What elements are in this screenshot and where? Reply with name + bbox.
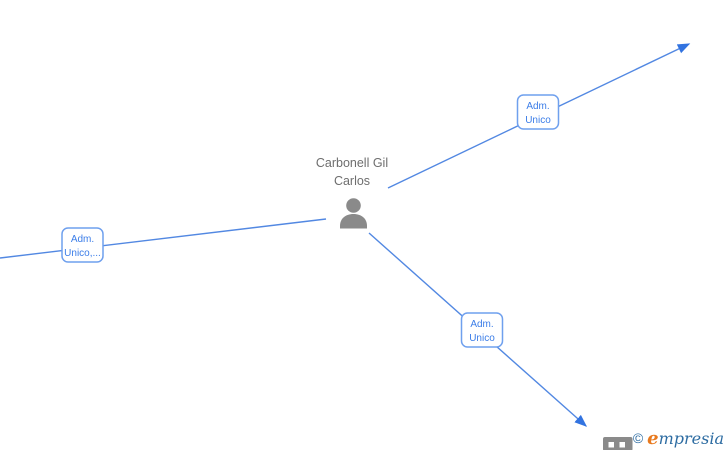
copyright-icon: © [632,430,644,446]
edge-label-bottom-right-line1: Adm. [470,319,493,330]
node-person[interactable]: Carbonell Gil Carlos [316,156,388,229]
building-icon-window [608,442,614,448]
person-icon-shoulders [340,214,367,229]
empresia-watermark: ©empresia [633,429,724,448]
person-icon[interactable] [340,198,367,229]
node-company[interactable] [603,437,633,450]
brand-initial: e [647,428,659,449]
edge-label-top-right[interactable]: Adm. Unico [516,94,560,130]
node-person-name-line1: Carbonell Gil [316,156,388,170]
edge-label-bottom-right-line2: Unico [469,333,495,344]
edge-label-bottom-right-box[interactable] [460,312,504,348]
edge-label-left-line2: Unico,... [64,248,101,259]
person-icon-head [346,198,361,213]
building-icon-window [619,442,625,448]
edge-label-left-line1: Adm. [71,234,94,245]
edge-label-top-right-line2: Unico [525,115,551,126]
edge-left [0,218,327,259]
edge-label-top-right-box[interactable] [516,94,560,130]
edge-label-top-right-line1: Adm. [526,101,549,112]
brand-name: mpresia [658,429,724,448]
node-person-name-line2: Carlos [334,174,370,188]
building-icon[interactable] [603,437,633,450]
edge-label-left-box[interactable] [61,227,104,263]
edge-label-left[interactable]: Adm. Unico,... [61,227,104,263]
edge-label-bottom-right[interactable]: Adm. Unico [460,312,504,348]
